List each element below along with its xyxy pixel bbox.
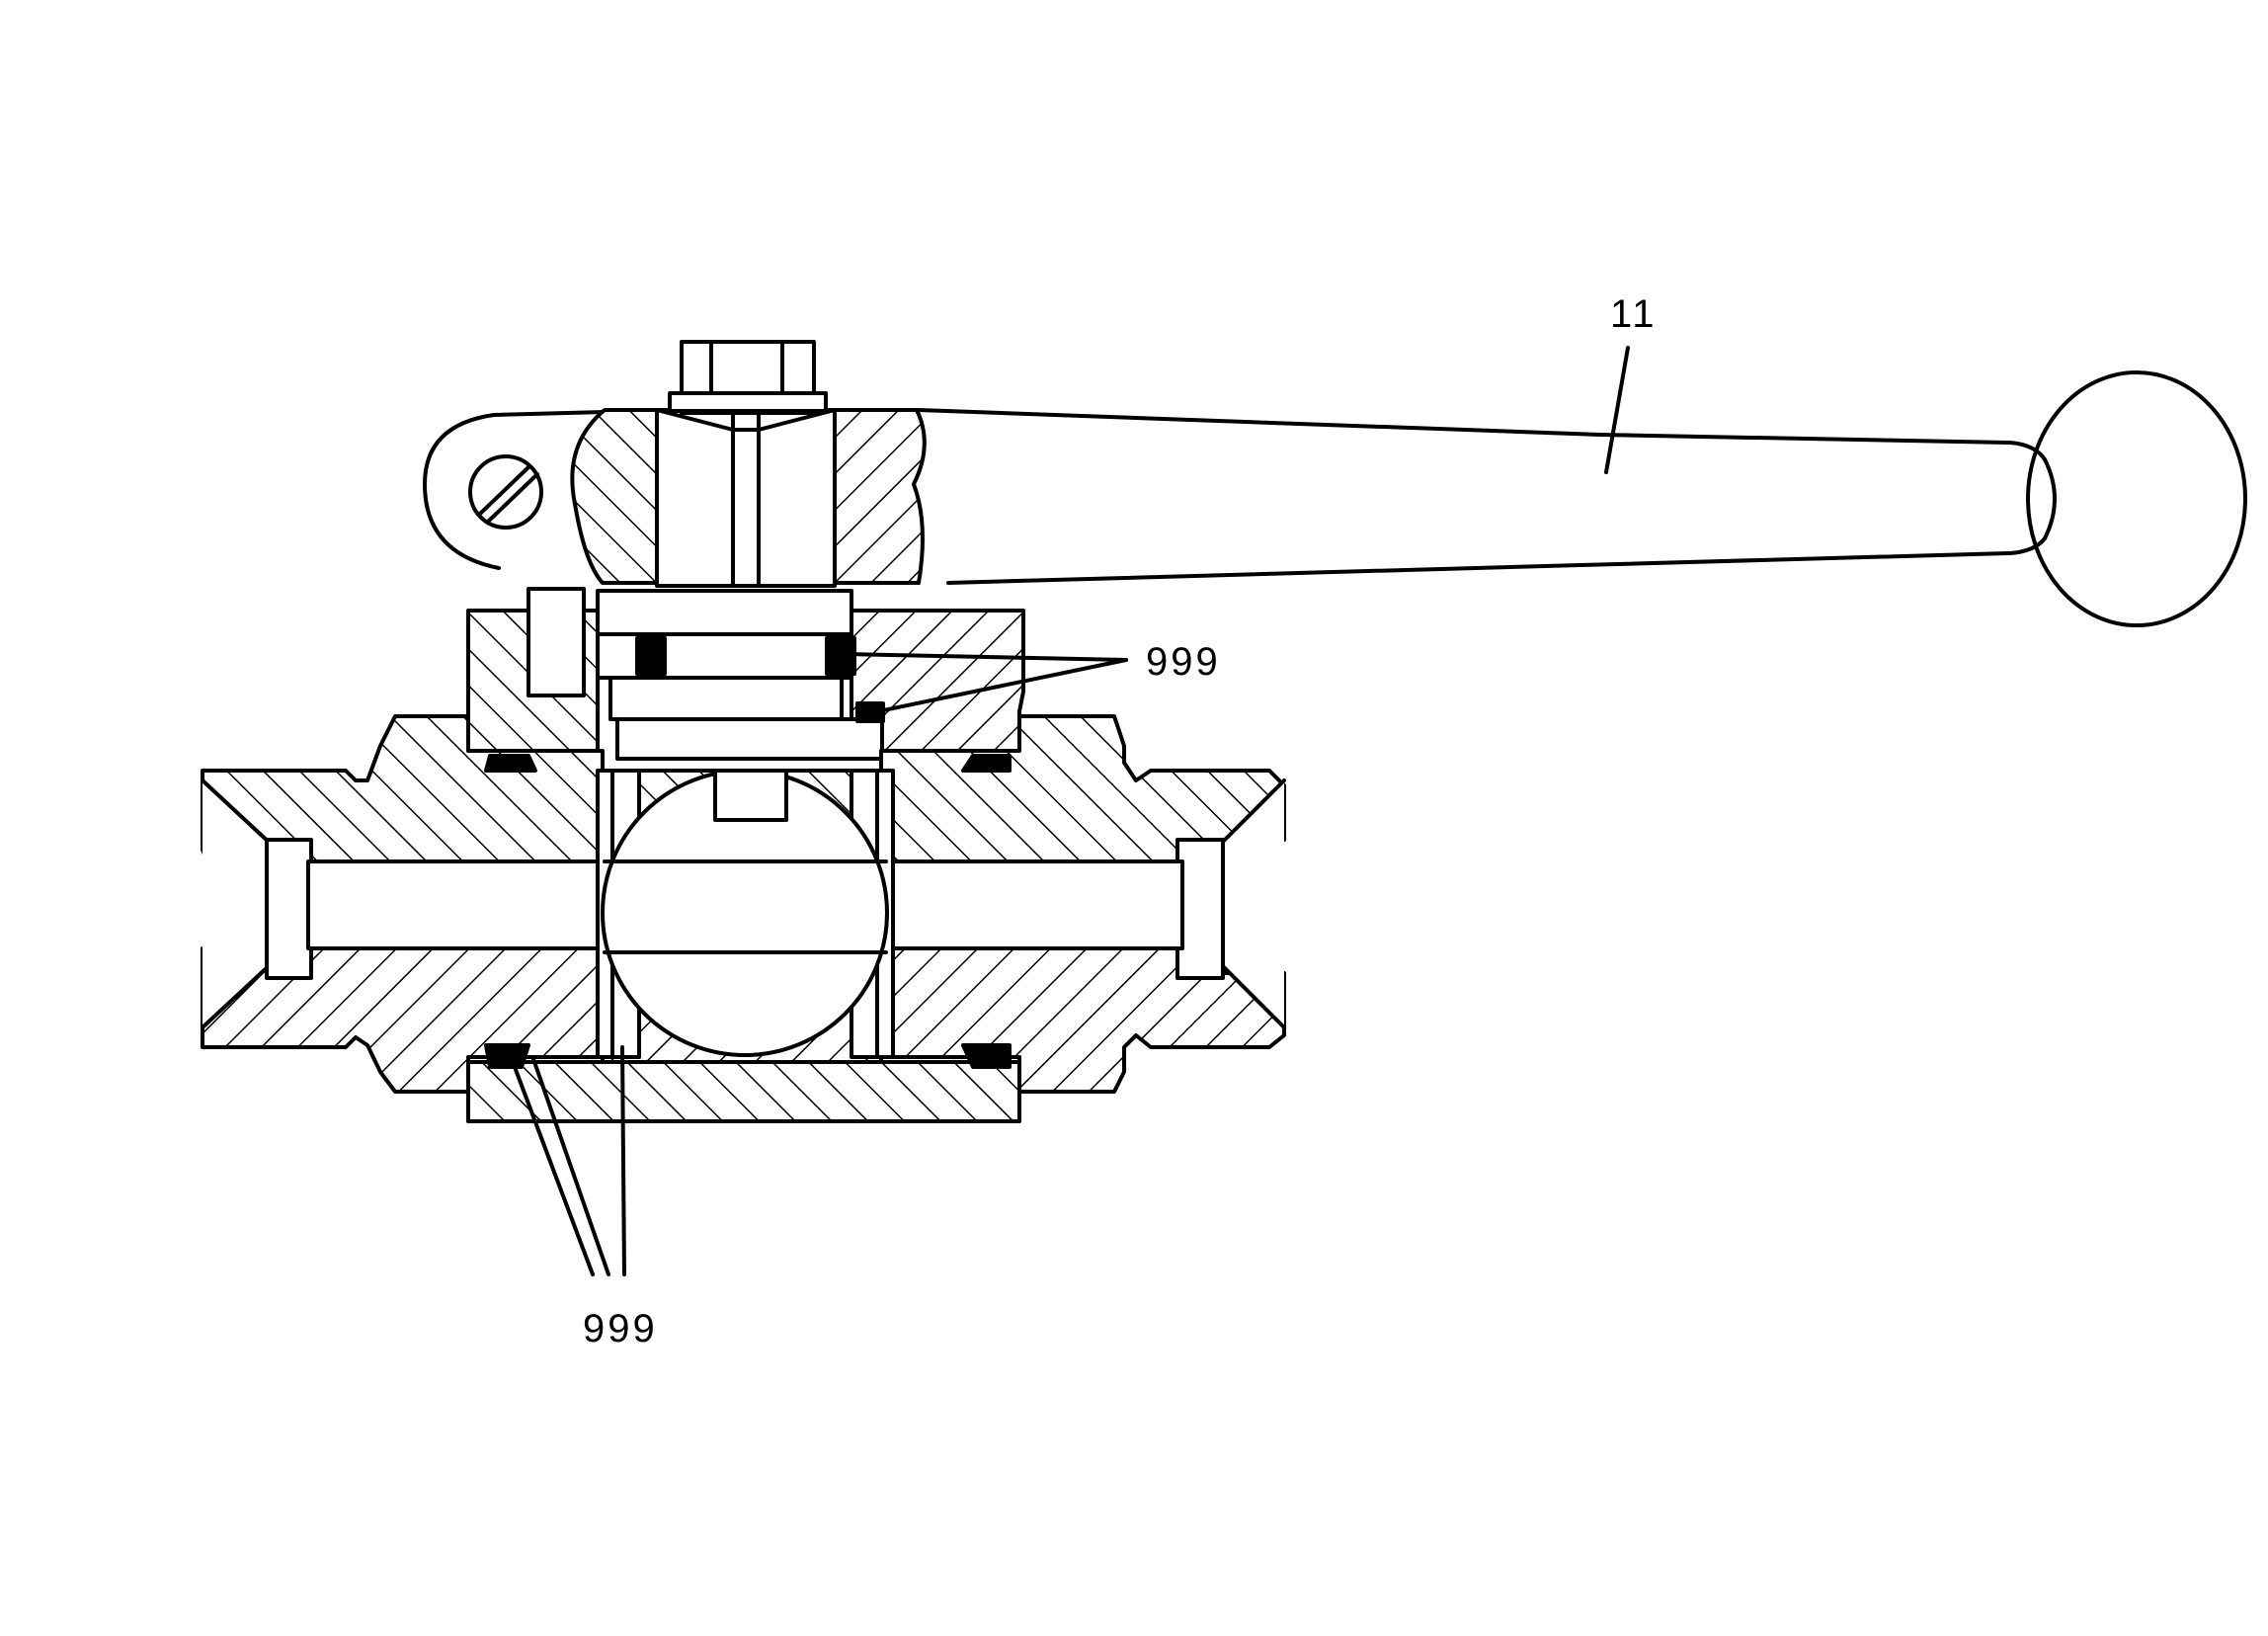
stem-base: [615, 717, 884, 761]
stem-top: [668, 340, 828, 415]
stem-nut: [655, 408, 837, 588]
stem-washer-lower: [608, 676, 844, 721]
port-left: [201, 778, 313, 1029]
body-bottom-plate: [466, 1060, 1021, 1123]
ball: [601, 769, 889, 1057]
body-seal-lower-left: [484, 1043, 530, 1069]
leader-lines: [510, 346, 1630, 1276]
body-seal-upper-right: [961, 754, 1012, 773]
handle-hub-right: [833, 408, 927, 585]
body-seal-upper-left: [484, 754, 537, 773]
bonnet-set-screw: [526, 587, 586, 697]
handle-lever: [423, 408, 2057, 585]
stem-seal-left: [635, 636, 667, 676]
callout-stem-seals: 999: [1146, 640, 1221, 684]
handle-hub-left: [570, 408, 659, 585]
body-seal-lower-right: [961, 1043, 1012, 1069]
handle-screw-icon: [468, 454, 543, 530]
stem-washer-upper: [596, 589, 853, 636]
callout-body-seals: 999: [583, 1307, 658, 1350]
handle-knob: [2026, 370, 2247, 627]
callout-handle: 11: [1610, 292, 1658, 336]
port-right: [1175, 778, 1286, 1029]
